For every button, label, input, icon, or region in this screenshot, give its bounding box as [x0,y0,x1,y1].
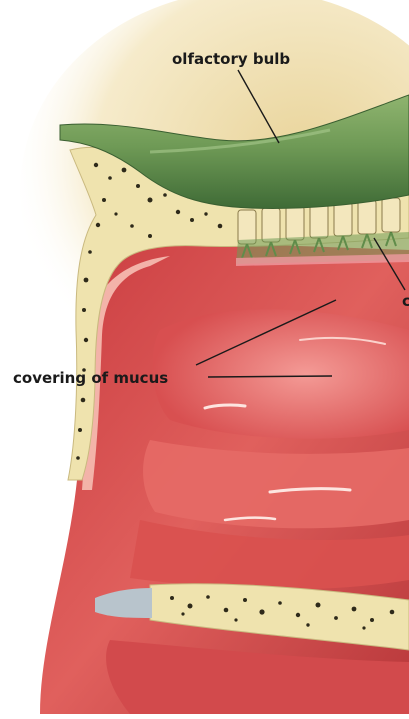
covering-of-mucus-label: covering of mucus [13,369,168,387]
olfactory-bulb-label: olfactory bulb [172,50,290,68]
mucus-leader-horizontal [208,376,332,377]
turbinate-fold-upper [153,309,409,438]
truncated-label: c [402,292,409,310]
